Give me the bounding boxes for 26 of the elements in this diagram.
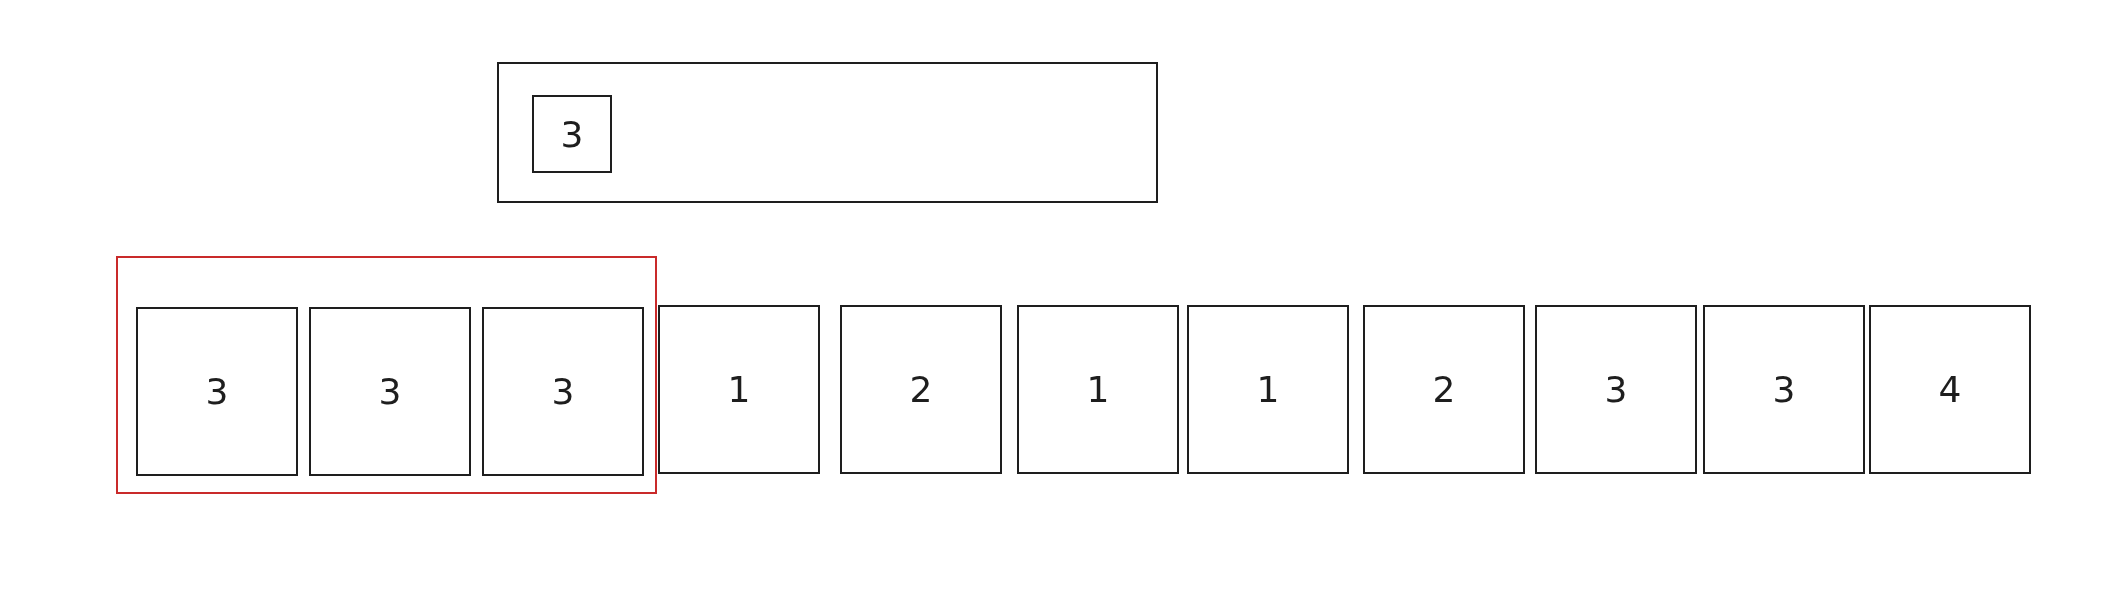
stack-box — [497, 62, 1158, 203]
array-cell — [1703, 305, 1865, 474]
cell-value: 4 — [1938, 369, 1962, 410]
cell-value: 1 — [1086, 369, 1110, 410]
cell-value: 3 — [560, 113, 584, 155]
array-cell — [1017, 305, 1179, 474]
cell-value: 3 — [551, 371, 575, 412]
array-cell — [840, 305, 1002, 474]
cell-value: 3 — [205, 371, 229, 412]
array-cell — [1363, 305, 1525, 474]
cell-value: 2 — [909, 369, 933, 410]
highlight-frame — [116, 256, 657, 494]
cell-value: 1 — [1256, 369, 1280, 410]
array-cell — [1535, 305, 1697, 474]
cell-value: 1 — [727, 369, 751, 410]
cell-value: 2 — [1432, 369, 1456, 410]
array-cell — [482, 307, 644, 476]
array-cell — [1869, 305, 2031, 474]
cell-value: 3 — [1604, 369, 1628, 410]
array-cell — [136, 307, 298, 476]
array-cell — [309, 307, 471, 476]
array-cell — [1187, 305, 1349, 474]
array-cell — [658, 305, 820, 474]
cell-value: 3 — [1772, 369, 1796, 410]
cell-value: 3 — [378, 371, 402, 412]
array-cell — [532, 95, 612, 173]
